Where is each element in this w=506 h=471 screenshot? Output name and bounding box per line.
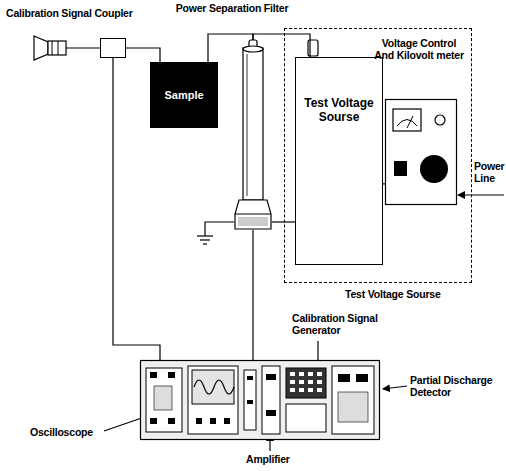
drawing-part — [317, 380, 322, 384]
drawing-part — [317, 372, 322, 376]
part-label: Amplifier — [246, 453, 290, 465]
node-heading: Partial Discharge Detector — [410, 374, 502, 398]
drawing-part — [308, 388, 313, 392]
voltage-source-region: Test Voltage SourseTest Voltage SourseVo… — [284, 28, 472, 283]
pd-detector: Partial Discharge Detector — [140, 360, 380, 440]
signal-coupler: Calibration Signal Coupler — [100, 38, 126, 58]
bnc-line — [52, 41, 53, 55]
drawing-part — [386, 100, 457, 205]
drawing-part — [338, 374, 350, 382]
drawing-part — [247, 400, 253, 404]
wire — [252, 230, 253, 360]
drawing-part — [356, 374, 368, 382]
drawing-part — [235, 200, 271, 229]
drawing-part — [394, 161, 407, 176]
node-heading: Voltage Control And Kilovolt meter — [371, 37, 467, 61]
drawing-part — [243, 46, 263, 52]
drawing-part — [235, 214, 271, 215]
leader-line — [383, 386, 407, 389]
wire — [126, 48, 160, 62]
bnc-line — [58, 41, 59, 55]
drawing-part — [150, 372, 157, 378]
drawing-part — [238, 217, 268, 226]
drawing-part — [234, 40, 272, 230]
node-heading: Power Separation Filter — [172, 2, 292, 14]
drawing-part — [194, 380, 234, 394]
drawing-part — [286, 368, 326, 398]
drawing-part — [332, 366, 374, 434]
drawing-part — [299, 380, 304, 384]
drawing-part — [210, 418, 216, 424]
ground-bar — [197, 235, 213, 236]
drawing-part — [308, 380, 313, 384]
power-line-arrow — [458, 194, 504, 195]
ground-bar — [203, 243, 207, 244]
drawing-part — [338, 392, 368, 422]
drawing-part — [247, 376, 253, 380]
part-label: Power Line — [474, 160, 506, 184]
drawing-part — [266, 374, 276, 380]
node-label: Sample — [164, 89, 203, 102]
drawing-part — [299, 372, 304, 376]
drawing-part — [141, 361, 380, 440]
drawing-part — [140, 360, 380, 440]
coupler-wire — [66, 47, 100, 48]
drawing-part — [317, 388, 322, 392]
part-label: Calibration Signal Generator — [292, 312, 390, 336]
node-label: Test Voltage Sourse — [296, 96, 382, 124]
drawing-part — [262, 366, 280, 434]
drawing-part — [154, 386, 172, 410]
drawing-part — [286, 404, 326, 432]
bnc-connector — [34, 36, 48, 60]
ground-wire — [205, 222, 234, 236]
drawing-part — [266, 410, 276, 416]
voltage-control: Voltage Control And Kilovolt meter — [385, 99, 457, 205]
drawing-part — [168, 372, 175, 378]
drawing-part — [397, 120, 417, 127]
node-heading: Calibration Signal Coupler — [6, 7, 176, 19]
drawing-part — [188, 366, 238, 434]
drawing-part — [168, 418, 175, 424]
drawing-part — [224, 418, 230, 424]
bnc-body — [48, 41, 66, 55]
drawing-part — [150, 418, 157, 424]
drawing-part — [435, 115, 445, 125]
part-label: Oscilloscope — [30, 426, 93, 438]
drawing-part — [420, 155, 448, 183]
drawing-part — [385, 99, 457, 205]
node-heading: Test Voltage Sourse — [345, 288, 475, 300]
separation-filter: Power Separation Filter — [234, 40, 272, 230]
drawing-part — [244, 370, 256, 430]
drawing-part — [146, 368, 182, 432]
drawing-part — [407, 116, 413, 128]
drawing-part — [299, 388, 304, 392]
drawing-part — [290, 372, 295, 376]
drawing-part — [290, 380, 295, 384]
sample-box: Sample — [150, 62, 218, 128]
drawing-part — [243, 48, 263, 200]
ground-bar — [200, 239, 210, 240]
drawing-part — [290, 388, 295, 392]
test-voltage-source: Test Voltage Sourse — [295, 57, 383, 265]
drawing-part — [192, 370, 234, 404]
drawing-part — [246, 54, 248, 196]
drawing-part — [308, 372, 313, 376]
drawing-part — [393, 109, 421, 131]
wire — [383, 183, 385, 184]
drawing-part — [196, 418, 202, 424]
